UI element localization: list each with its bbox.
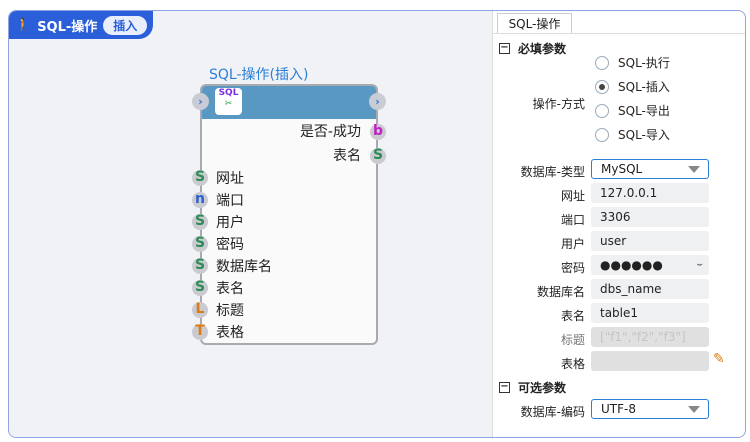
collapse-icon[interactable]: − xyxy=(499,381,510,393)
encoding-label: 数据库-编码 xyxy=(520,405,585,419)
sql-tool-icon: SQL✂ xyxy=(215,88,242,115)
password-label: 密码 xyxy=(560,261,585,275)
tab-sql-operation[interactable]: SQL-操作 xyxy=(497,13,572,34)
node-editor: 🚶 SQL-操作 插入 SQL-操作(插入) SQL✂ › › 是否-成功 b 表名… xyxy=(8,10,746,438)
mode-radio[interactable]: SQL-导入 xyxy=(595,126,670,143)
radio-icon[interactable] xyxy=(595,127,609,142)
optional-section[interactable]: −可选参数 xyxy=(499,381,567,395)
input-port[interactable]: S xyxy=(192,236,208,252)
input-label: 数据库名 xyxy=(216,259,272,275)
url-input[interactable]: 127.0.0.1 xyxy=(591,183,709,203)
required-section[interactable]: −必填参数 xyxy=(499,42,567,56)
input-label: 用户 xyxy=(216,215,244,231)
input-port[interactable]: S xyxy=(192,214,208,230)
mode-radio[interactable]: SQL-执行 xyxy=(595,54,670,71)
input-port[interactable]: L xyxy=(192,302,208,318)
output-label: 表名 xyxy=(333,148,361,164)
output-port[interactable]: b xyxy=(370,124,386,140)
db-name-label: 数据库名 xyxy=(536,285,585,299)
radio-icon[interactable] xyxy=(595,79,609,94)
headers-input: ["f1","f2","f3"] xyxy=(591,327,709,347)
input-port[interactable]: S xyxy=(192,170,208,186)
mode-label: 操作-方式 xyxy=(532,97,585,111)
input-port[interactable]: T xyxy=(192,324,208,340)
mode-badge[interactable]: 插入 xyxy=(103,15,148,35)
output-label: 是否-成功 xyxy=(299,124,361,140)
input-port[interactable]: S xyxy=(192,258,208,274)
radio-icon[interactable] xyxy=(595,55,609,70)
password-input[interactable]: ●●●●●●⌣ xyxy=(591,255,709,275)
walking-person-icon: 🚶 xyxy=(15,17,32,33)
canvas[interactable]: 🚶 SQL-操作 插入 SQL-操作(插入) SQL✂ › › 是否-成功 b 表名… xyxy=(9,11,492,437)
block-title-text: SQL-操作 xyxy=(37,19,98,35)
collapse-icon[interactable]: − xyxy=(499,42,510,54)
properties-panel: SQL-操作 −必填参数 操作-方式 SQL-执行 SQL-插入 SQL-导出 SQL… xyxy=(492,11,745,437)
db-name-input[interactable]: dbs_name xyxy=(591,279,709,299)
sql-node[interactable]: SQL✂ xyxy=(200,84,378,345)
user-input[interactable]: user xyxy=(591,231,709,251)
headers-label: 标题 xyxy=(560,333,585,347)
edit-icon[interactable]: ✎ xyxy=(713,351,725,367)
mode-radio[interactable]: SQL-插入 xyxy=(595,78,670,95)
input-label: 网址 xyxy=(216,171,244,187)
flow-in-port[interactable]: › xyxy=(192,93,209,110)
input-port[interactable]: n xyxy=(192,192,208,208)
mode-radio[interactable]: SQL-导出 xyxy=(595,102,670,119)
table-name-label: 表名 xyxy=(560,309,585,323)
port-input[interactable]: 3306 xyxy=(591,207,709,227)
radio-icon[interactable] xyxy=(595,103,609,118)
db-type-label: 数据库-类型 xyxy=(520,165,585,179)
chevron-down-icon xyxy=(688,406,700,413)
port-label: 端口 xyxy=(560,213,585,227)
node-title: SQL-操作(插入) xyxy=(209,67,309,83)
chevron-down-icon xyxy=(688,166,700,173)
url-label: 网址 xyxy=(560,189,585,203)
table-name-input[interactable]: table1 xyxy=(591,303,709,323)
input-label: 端口 xyxy=(216,193,244,209)
node-header[interactable]: SQL✂ xyxy=(202,86,376,119)
grid-input xyxy=(591,351,709,371)
input-label: 表格 xyxy=(216,325,244,341)
flow-out-port[interactable]: › xyxy=(369,93,386,110)
grid-label: 表格 xyxy=(560,357,585,371)
input-label: 标题 xyxy=(216,303,244,319)
input-label: 表名 xyxy=(216,281,244,297)
input-port[interactable]: S xyxy=(192,280,208,296)
block-title: 🚶 SQL-操作 插入 xyxy=(9,11,153,39)
input-label: 密码 xyxy=(216,237,244,253)
eye-closed-icon[interactable]: ⌣ xyxy=(696,259,703,270)
db-type-select[interactable]: MySQL xyxy=(591,159,709,179)
output-port[interactable]: S xyxy=(370,148,386,164)
user-label: 用户 xyxy=(560,237,585,251)
encoding-select[interactable]: UTF-8 xyxy=(591,399,709,419)
